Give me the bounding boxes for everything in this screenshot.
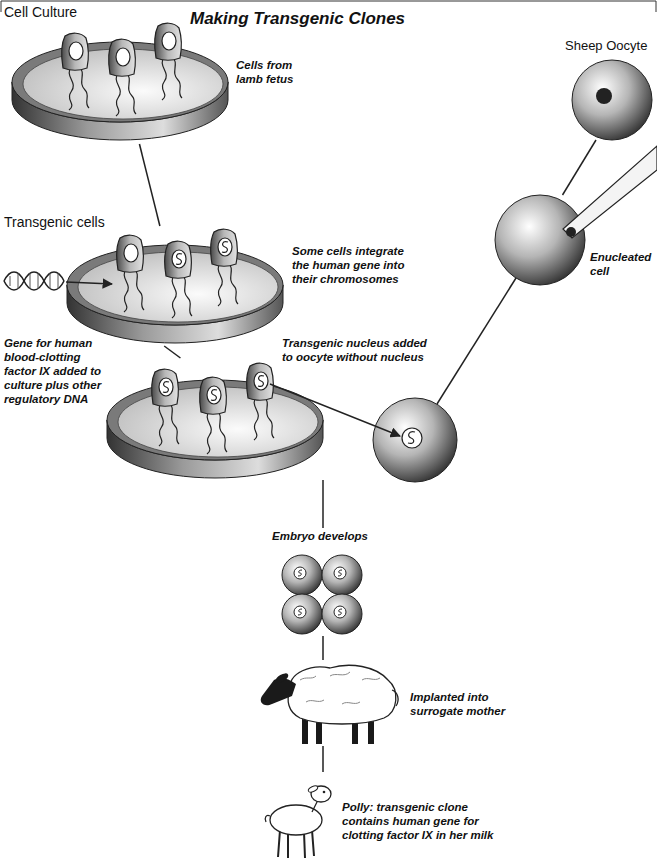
nucleus-dish <box>107 363 323 478</box>
cell-heading: Sheep Oocyte <box>565 38 653 54</box>
annotation-text: Transgenic nucleus added to oocyte witho… <box>282 336 432 364</box>
connector-line <box>139 144 159 226</box>
embryo <box>282 555 362 634</box>
petri-dish: Transgenic cellsSome cells integrate the… <box>67 226 283 346</box>
sheep-oocyte <box>572 60 652 140</box>
petri-dish: Cell CultureCells from lamb fetus <box>12 20 228 144</box>
transfer-arrow <box>270 384 400 436</box>
embryo-cluster: Embryo develops <box>272 528 372 636</box>
connector-line <box>322 480 324 528</box>
connector-line <box>322 746 324 772</box>
annotation-text: Some cells integrate the human gene into… <box>292 244 417 286</box>
enucleated-cell <box>495 146 657 285</box>
annotation-text: Cells from lamb fetus <box>236 58 316 86</box>
oocyte-cell: Sheep Oocyte <box>572 60 652 140</box>
connector-line <box>322 636 324 660</box>
dish-heading: Transgenic cells <box>4 214 124 231</box>
dish-heading: Cell Culture <box>4 4 114 21</box>
lamb-figure: Polly: transgenic clone contains human g… <box>262 772 334 860</box>
petri-dish: Transgenic nucleus added to oocyte witho… <box>107 358 323 480</box>
annotation-text: Implanted into surrogate mother <box>410 690 518 718</box>
connector-line <box>563 140 597 195</box>
diagram-title: Making Transgenic Clones <box>190 8 440 29</box>
annotation-text: Polly: transgenic clone contains human g… <box>342 800 502 842</box>
annotation-text: Enucleated cell <box>590 250 654 278</box>
surrogate-sheep <box>261 665 398 744</box>
transgenic-dish <box>67 229 283 343</box>
dna-helix <box>4 272 112 290</box>
transgenic-oocyte <box>373 398 457 482</box>
cell-culture-dish <box>12 23 228 140</box>
annotation-text: Gene for human blood-clotting factor IX … <box>4 336 104 406</box>
connector-line <box>164 346 180 358</box>
oocyte-cell: Enucleated cell <box>495 195 585 285</box>
connector-line <box>437 278 516 404</box>
lamb-polly <box>265 785 331 858</box>
annotation-text: Embryo develops <box>272 529 382 543</box>
sheep-figure: Implanted into surrogate mother <box>248 660 403 746</box>
